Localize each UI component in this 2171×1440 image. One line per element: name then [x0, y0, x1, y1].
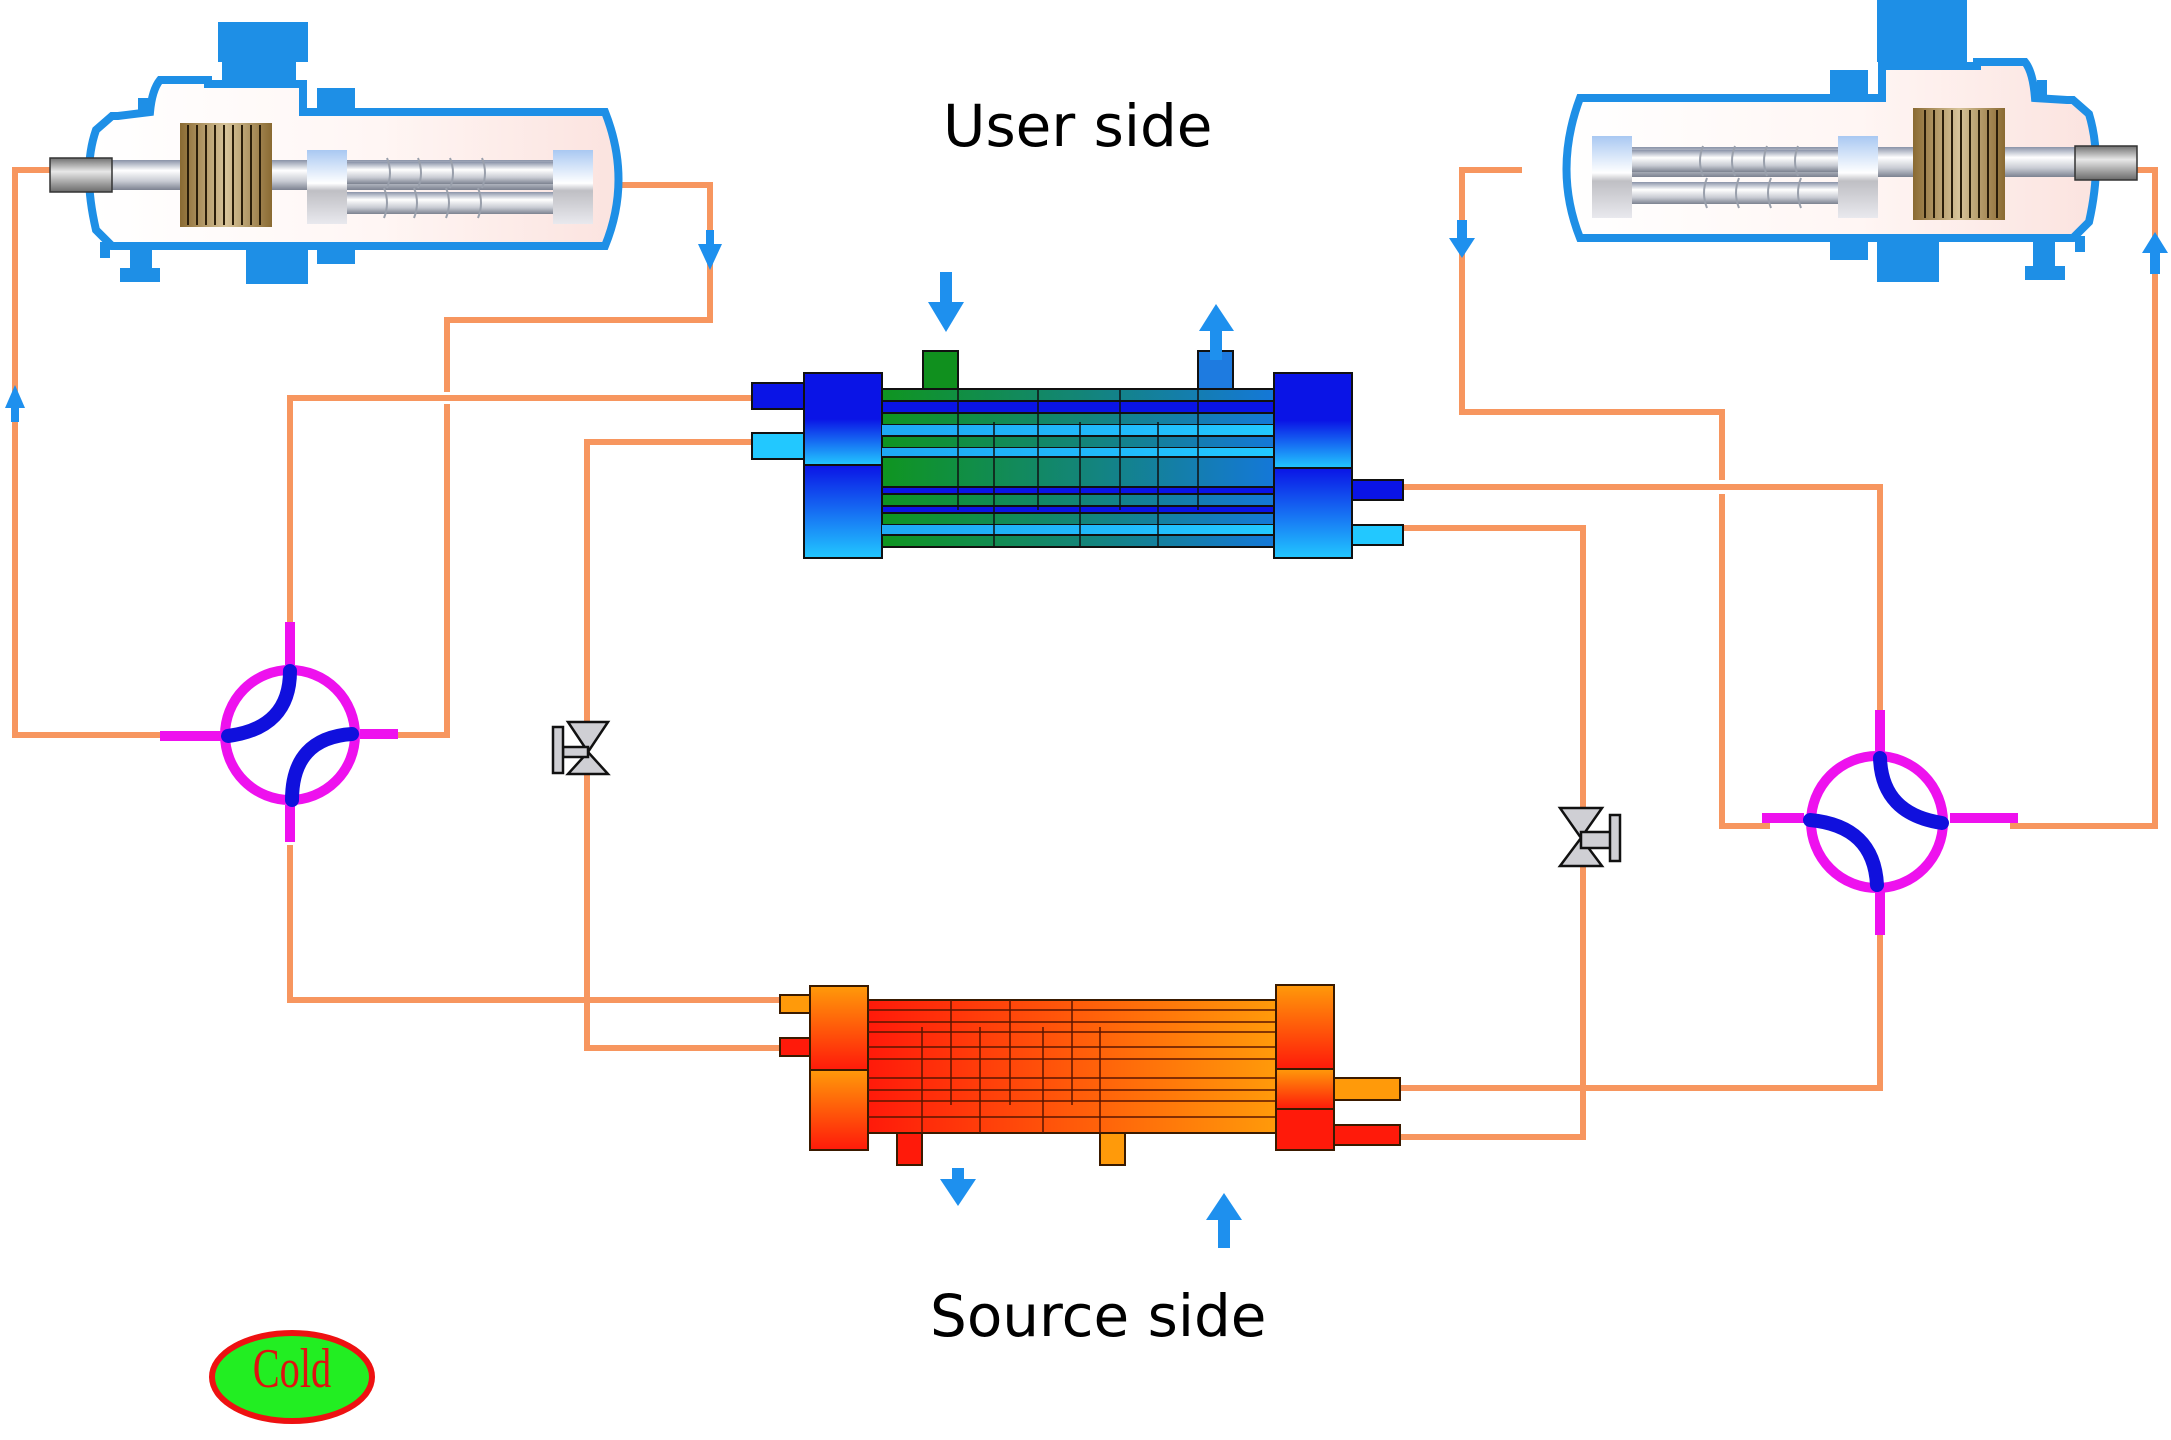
user-side-label: User side: [943, 92, 1213, 160]
user-hx-tubes: [881, 388, 1275, 548]
source-side-heat-exchanger: [779, 984, 1401, 1166]
arrow-down-icon: [1449, 220, 1475, 258]
pipe-left-compressor-suction: [12, 167, 160, 738]
arrow-up-icon: [5, 385, 25, 422]
arrow-up-icon: [2142, 232, 2168, 274]
refrigerant-pipes: [12, 167, 2158, 1140]
pipe-right-valve-to-source-hx: [1390, 935, 1883, 1091]
arrow-down-icon: [698, 230, 722, 270]
compressor-suction-cap: [49, 157, 113, 193]
mode-badge-text: Cold: [252, 1338, 332, 1400]
arrow-down-icon: [940, 1168, 976, 1206]
source-hx-tubes: [868, 1000, 1276, 1133]
source-side-label: Source side: [930, 1282, 1267, 1350]
pipe-user-hx-to-left-expansion: [584, 439, 790, 1051]
pipe-user-hx-to-left-valve: [287, 395, 780, 625]
pipe-left-discharge-lower: [392, 404, 450, 738]
right-four-way-valve: [1762, 710, 2018, 935]
arrow-up-icon: [1199, 304, 1234, 360]
pipe-left-valve-to-source-hx: [287, 845, 790, 1003]
user-side-heat-exchanger: [751, 350, 1404, 559]
compressor-motor: [180, 123, 272, 227]
pipe-left-compressor-discharge: [444, 182, 713, 392]
arrow-up-icon: [1206, 1193, 1242, 1248]
pipe-right-compressor-discharge: [1459, 167, 1725, 480]
pipe-right-discharge-lower: [1719, 494, 1770, 829]
arrow-down-icon: [928, 272, 964, 332]
left-four-way-valve: [160, 622, 398, 842]
right-screw-compressor: [1562, 0, 2138, 282]
right-expansion-valve: [1557, 806, 1622, 868]
pipe-user-hx-to-right-expansion: [1375, 525, 1586, 1140]
flow-arrows: [5, 220, 2168, 1248]
cold-mode-badge: [209, 1330, 375, 1424]
left-expansion-valve: [551, 720, 611, 776]
left-screw-compressor: [49, 22, 623, 284]
pipe-user-hx-to-right-valve: [1375, 484, 1883, 715]
